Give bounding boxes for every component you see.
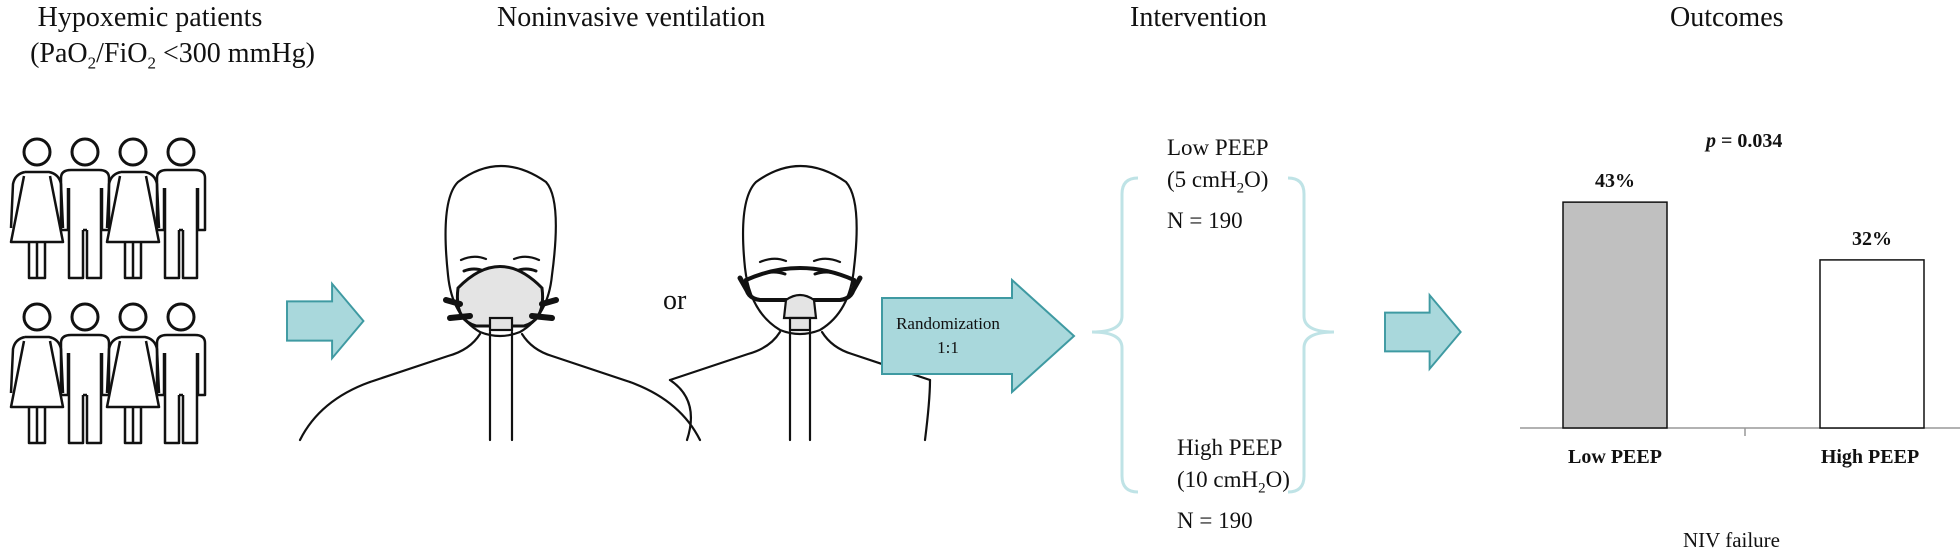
person-male-icon: [59, 137, 111, 280]
randomization-label: Randomization 1:1: [896, 314, 1000, 357]
person-female-icon: [9, 302, 65, 445]
intervention-title: Intervention: [1130, 2, 1267, 33]
arrow-right-icon: [1384, 294, 1462, 370]
person-male-icon: [59, 302, 111, 445]
patients-criterion: (PaO2/FiO2 <300 mmHg): [30, 38, 315, 73]
category-label-low-peep: Low PEEP: [1568, 446, 1662, 468]
chart-x-label: NIV failure: [1683, 528, 1780, 552]
arm-n: N = 190: [1177, 507, 1253, 533]
bracket-right: [1287, 176, 1335, 494]
arm-name: High PEEP: [1177, 435, 1283, 460]
person-female-icon: [105, 137, 161, 280]
p-value-label: p = 0.034: [1706, 130, 1783, 152]
arm-high-peep: High PEEP (10 cmH2O) N = 190: [1177, 432, 1290, 537]
arm-name: Low PEEP: [1167, 135, 1269, 160]
arrow-right-icon: [286, 282, 365, 360]
category-label-high-peep: High PEEP: [1820, 446, 1920, 468]
bracket-left: [1091, 176, 1139, 494]
chart-bars: [1562, 201, 1925, 429]
bar-value-label-high-peep: 32%: [1852, 227, 1892, 250]
patients-group: [9, 137, 207, 445]
full-face-mask-icon: [668, 165, 932, 442]
or-connector: or: [663, 285, 687, 316]
person-female-icon: [105, 302, 161, 445]
arm-pressure: (10 cmH2O): [1177, 467, 1290, 497]
ventilation-title: Noninvasive ventilation: [497, 2, 766, 33]
arm-low-peep: Low PEEP (5 cmH2O) N = 190: [1167, 132, 1269, 237]
arm-pressure: (5 cmH2O): [1167, 167, 1269, 197]
randomization-arrow-icon: [881, 277, 1076, 395]
outcomes-title: Outcomes: [1670, 2, 1784, 33]
person-male-icon: [155, 137, 207, 280]
person-male-icon: [155, 302, 207, 445]
oronasal-mask-icon: [298, 165, 702, 442]
bar-high-peep: [1819, 259, 1925, 429]
patients-title: Hypoxemic patients: [37, 2, 263, 33]
bar-low-peep: [1562, 201, 1668, 429]
person-female-icon: [9, 137, 65, 280]
bar-value-label-low-peep: 43%: [1595, 170, 1635, 193]
arm-n: N = 190: [1167, 207, 1243, 233]
